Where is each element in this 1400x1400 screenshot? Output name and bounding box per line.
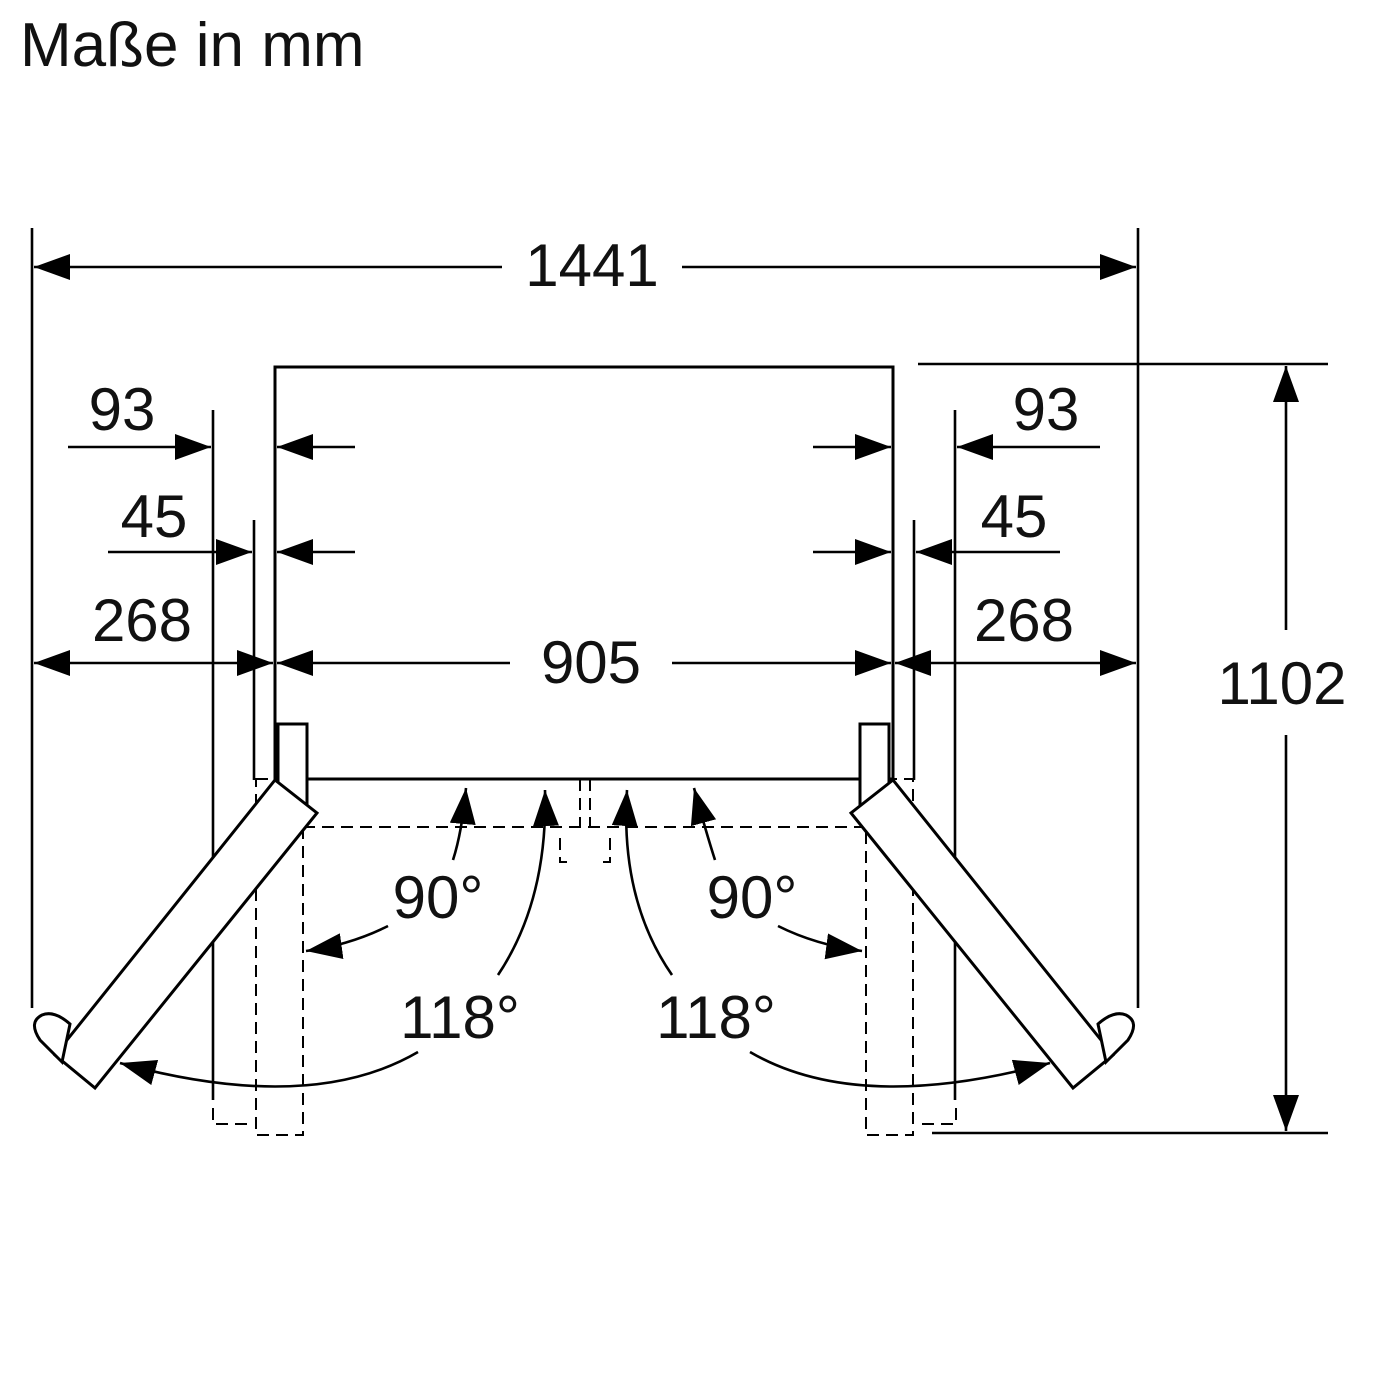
- label-right-90: 90°: [707, 864, 798, 931]
- dimension-905: 905: [277, 629, 891, 696]
- cabinet: [273, 365, 895, 781]
- label-1441: 1441: [525, 232, 658, 299]
- dimension-1441: 1441: [34, 232, 1136, 299]
- label-1102: 1102: [1217, 650, 1346, 717]
- right-door: [848, 722, 1135, 1091]
- label-left-45: 45: [121, 483, 188, 550]
- door-outlines-dashed: [212, 778, 957, 1136]
- extension-lines: [30, 228, 1328, 1135]
- label-left-118: 118°: [400, 984, 520, 1051]
- left-offsets: 93 45 268: [34, 376, 355, 676]
- label-right-45: 45: [981, 483, 1048, 550]
- diagram-title: Maße in mm: [20, 11, 365, 80]
- label-right-268: 268: [974, 587, 1074, 654]
- right-offsets: 93 45 268: [813, 376, 1136, 676]
- label-right-118: 118°: [656, 984, 776, 1051]
- left-door: [33, 722, 320, 1091]
- angle-arcs: 90° 90° 118° 118°: [119, 787, 1051, 1088]
- label-left-90: 90°: [393, 864, 484, 931]
- label-left-268: 268: [92, 587, 192, 654]
- label-right-93: 93: [1013, 376, 1080, 443]
- label-left-93: 93: [89, 376, 156, 443]
- label-905: 905: [541, 629, 641, 696]
- dimension-1102: 1102: [1217, 366, 1347, 1131]
